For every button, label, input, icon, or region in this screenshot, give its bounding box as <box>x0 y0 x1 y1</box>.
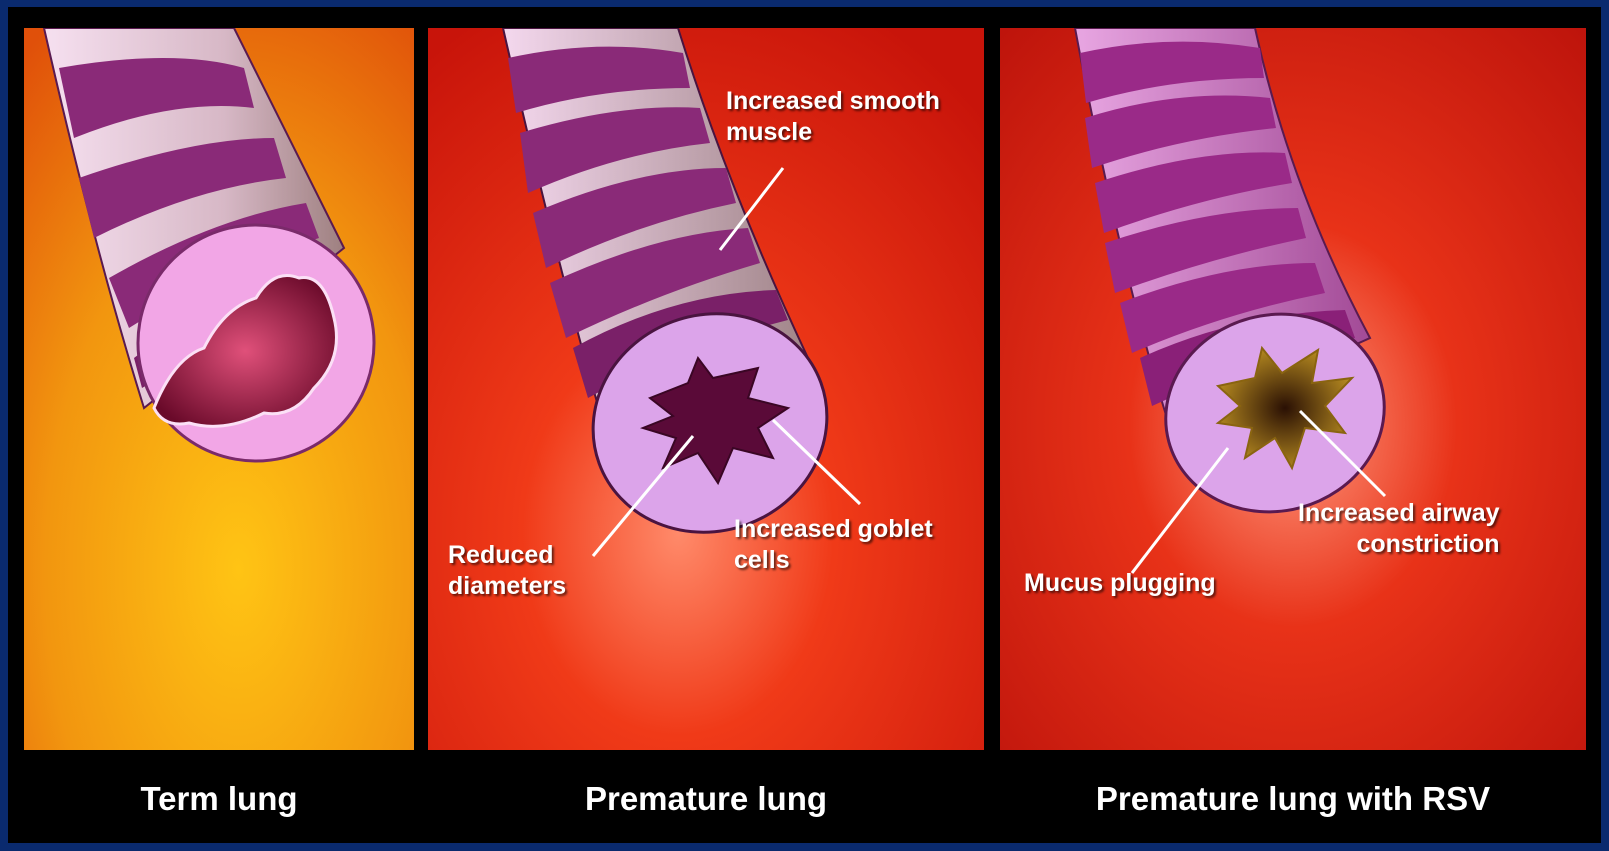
label-increased-airway-constriction: Increased airway constriction <box>1298 498 1500 560</box>
label-mucus-plugging: Mucus plugging <box>1024 568 1216 599</box>
caption-premature-lung: Premature lung <box>428 780 984 818</box>
label-increased-goblet-cells: Increased goblet cells <box>734 514 933 576</box>
panel-premature-lung: Increased smooth muscle Reduced diameter… <box>428 28 984 750</box>
panel-premature-lung-rsv: Increased airway constriction Mucus plug… <box>1000 28 1586 750</box>
caption-term-lung: Term lung <box>24 780 414 818</box>
panel-term-lung <box>24 28 414 750</box>
term-lung-illustration <box>24 28 414 750</box>
label-increased-smooth-muscle: Increased smooth muscle <box>726 86 940 148</box>
rsv-lung-illustration <box>1000 28 1586 750</box>
label-reduced-diameters: Reduced diameters <box>448 540 566 602</box>
caption-premature-lung-rsv: Premature lung with RSV <box>1000 780 1586 818</box>
